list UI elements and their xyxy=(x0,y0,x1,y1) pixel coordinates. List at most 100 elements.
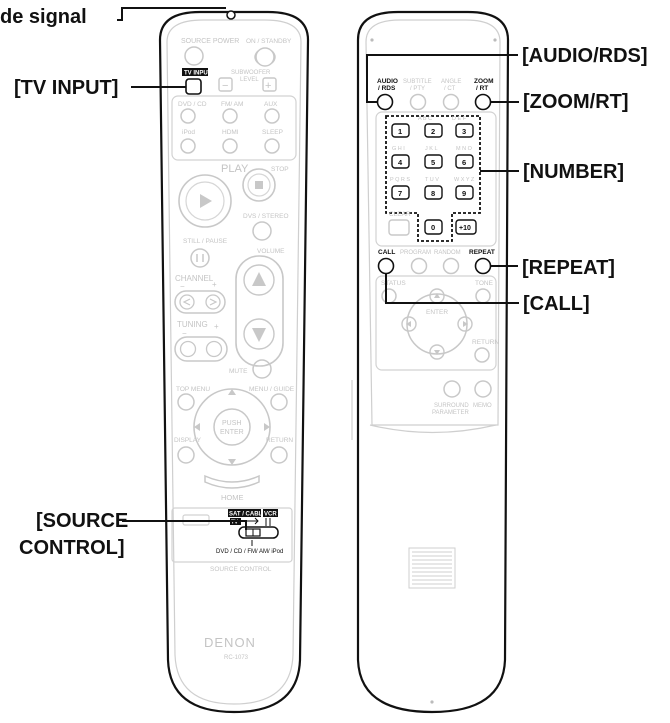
tuning-up-button[interactable] xyxy=(205,340,223,358)
nav-right-button[interactable] xyxy=(457,316,473,332)
subwoofer-minus-label: − xyxy=(222,80,228,92)
call-button[interactable] xyxy=(377,257,395,275)
right-remote: AUDIO / RDS SUBTITLE / PTY ANGLE / CT ZO… xyxy=(351,10,510,714)
subtitle-label-2: / PTY xyxy=(410,86,425,92)
number-callout: [NUMBER] xyxy=(523,161,624,183)
subwoofer-minus-button[interactable] xyxy=(218,77,233,92)
number-key-8[interactable] xyxy=(424,185,443,200)
tv-input-label-box xyxy=(182,68,208,76)
tv-input-button[interactable] xyxy=(185,78,202,95)
number-key-6[interactable] xyxy=(455,154,474,169)
return-button[interactable] xyxy=(270,446,288,464)
still-pause-button[interactable] xyxy=(190,248,210,268)
repeat-label: REPEAT xyxy=(469,249,495,256)
cover-seam xyxy=(369,424,497,434)
subtitle-button[interactable] xyxy=(409,93,427,111)
top-menu-button[interactable] xyxy=(177,393,195,411)
stop-button[interactable] xyxy=(242,168,276,202)
dvs-stereo-button[interactable] xyxy=(252,221,272,241)
switch-arrows xyxy=(243,517,271,526)
volume-down-button[interactable] xyxy=(243,318,275,350)
push-enter-button[interactable] xyxy=(213,408,251,446)
number-key-4[interactable] xyxy=(391,154,410,169)
home-button[interactable] xyxy=(204,474,260,489)
clear-button[interactable] xyxy=(388,219,410,236)
screw-dot xyxy=(370,38,374,42)
channel-down-button[interactable] xyxy=(179,294,195,310)
channel-up-button[interactable] xyxy=(205,294,221,310)
number-key-4-label: 4 xyxy=(398,158,403,167)
program-button[interactable] xyxy=(410,257,428,275)
letters-ghi: G H I xyxy=(392,146,405,152)
nav-down-button[interactable] xyxy=(429,344,445,360)
display-button[interactable] xyxy=(177,446,195,464)
mute-label: MUTE xyxy=(229,368,248,375)
aux-button[interactable] xyxy=(264,108,280,124)
ipod-button[interactable] xyxy=(180,138,196,154)
call-leader xyxy=(385,274,519,304)
number-key-7[interactable] xyxy=(391,185,410,200)
clear-label: CLEAR xyxy=(389,211,411,218)
number-key-0[interactable] xyxy=(424,219,443,235)
subwoofer-plus-button[interactable] xyxy=(262,77,277,92)
zoom-rt-button[interactable] xyxy=(474,93,492,111)
dvd-cd-label: DVD / CD xyxy=(178,101,207,108)
program-label: PROGRAM xyxy=(400,250,431,256)
plus10-key[interactable] xyxy=(455,219,477,235)
channel-minus-label: − xyxy=(180,282,185,291)
volume-down-icon xyxy=(252,328,266,342)
surround-label-2: PARAMETER xyxy=(432,410,470,416)
surround-parameter-button[interactable] xyxy=(443,380,461,398)
ipod-label: iPod xyxy=(182,129,195,136)
source-select-panel xyxy=(171,95,297,161)
hdmi-button[interactable] xyxy=(222,138,238,154)
letters-tuv: T U V xyxy=(425,177,439,183)
letters-wxyz: W X Y Z xyxy=(454,177,475,183)
tv-input-label: TV INPUT xyxy=(184,71,212,77)
play-label: PLAY xyxy=(221,163,249,175)
source-power-button[interactable] xyxy=(184,46,204,66)
number-key-2[interactable] xyxy=(424,123,443,138)
random-button[interactable] xyxy=(442,257,460,275)
volume-label: VOLUME xyxy=(257,248,285,255)
stop-label: STOP xyxy=(271,166,289,173)
sleep-button[interactable] xyxy=(264,138,280,154)
tuning-plus-label: + xyxy=(214,322,219,331)
power-arc-icon xyxy=(254,50,276,64)
number-key-3[interactable] xyxy=(455,123,474,138)
return-button-right[interactable] xyxy=(474,347,490,363)
tuning-rocker xyxy=(174,336,228,362)
play-button[interactable] xyxy=(178,174,232,228)
number-key-9[interactable] xyxy=(455,185,474,200)
menu-guide-button[interactable] xyxy=(270,393,288,411)
fm-am-button[interactable] xyxy=(222,108,238,124)
zoom-label-2: / RT xyxy=(476,85,488,92)
dvd-cd-button[interactable] xyxy=(180,108,196,124)
tuning-down-button[interactable] xyxy=(179,340,197,358)
source-power-label: SOURCE POWER xyxy=(181,38,239,45)
number-key-5-label: 5 xyxy=(431,158,435,167)
number-key-6-label: 6 xyxy=(462,158,466,167)
on-standby-button[interactable] xyxy=(255,47,275,67)
number-key-3-label: 3 xyxy=(462,127,466,136)
play-icon xyxy=(200,194,212,208)
number-key-5[interactable] xyxy=(424,154,443,169)
fm-am-label: FM/ AM xyxy=(221,101,243,108)
left-remote-inner xyxy=(166,19,302,705)
nav-left-button[interactable] xyxy=(401,316,417,332)
play-button-inner xyxy=(185,181,225,221)
mute-button[interactable] xyxy=(252,359,272,379)
letters-pqrs: P Q R S xyxy=(390,177,410,183)
top-signal-indicator xyxy=(226,10,236,20)
number-key-1[interactable] xyxy=(391,123,410,138)
memo-button[interactable] xyxy=(474,380,492,398)
top-signal-callout: de signal xyxy=(0,6,87,28)
volume-up-button[interactable] xyxy=(243,264,275,296)
angle-button[interactable] xyxy=(442,93,460,111)
letters-abc: A B C xyxy=(418,116,432,122)
menu-guide-label: MENU / GUIDE xyxy=(249,386,295,393)
audio-rds-button[interactable] xyxy=(376,93,394,111)
plus10-label: +10 xyxy=(459,225,471,232)
repeat-button[interactable] xyxy=(474,257,492,275)
sat-cable-label: SAT / CABLE xyxy=(229,512,266,518)
